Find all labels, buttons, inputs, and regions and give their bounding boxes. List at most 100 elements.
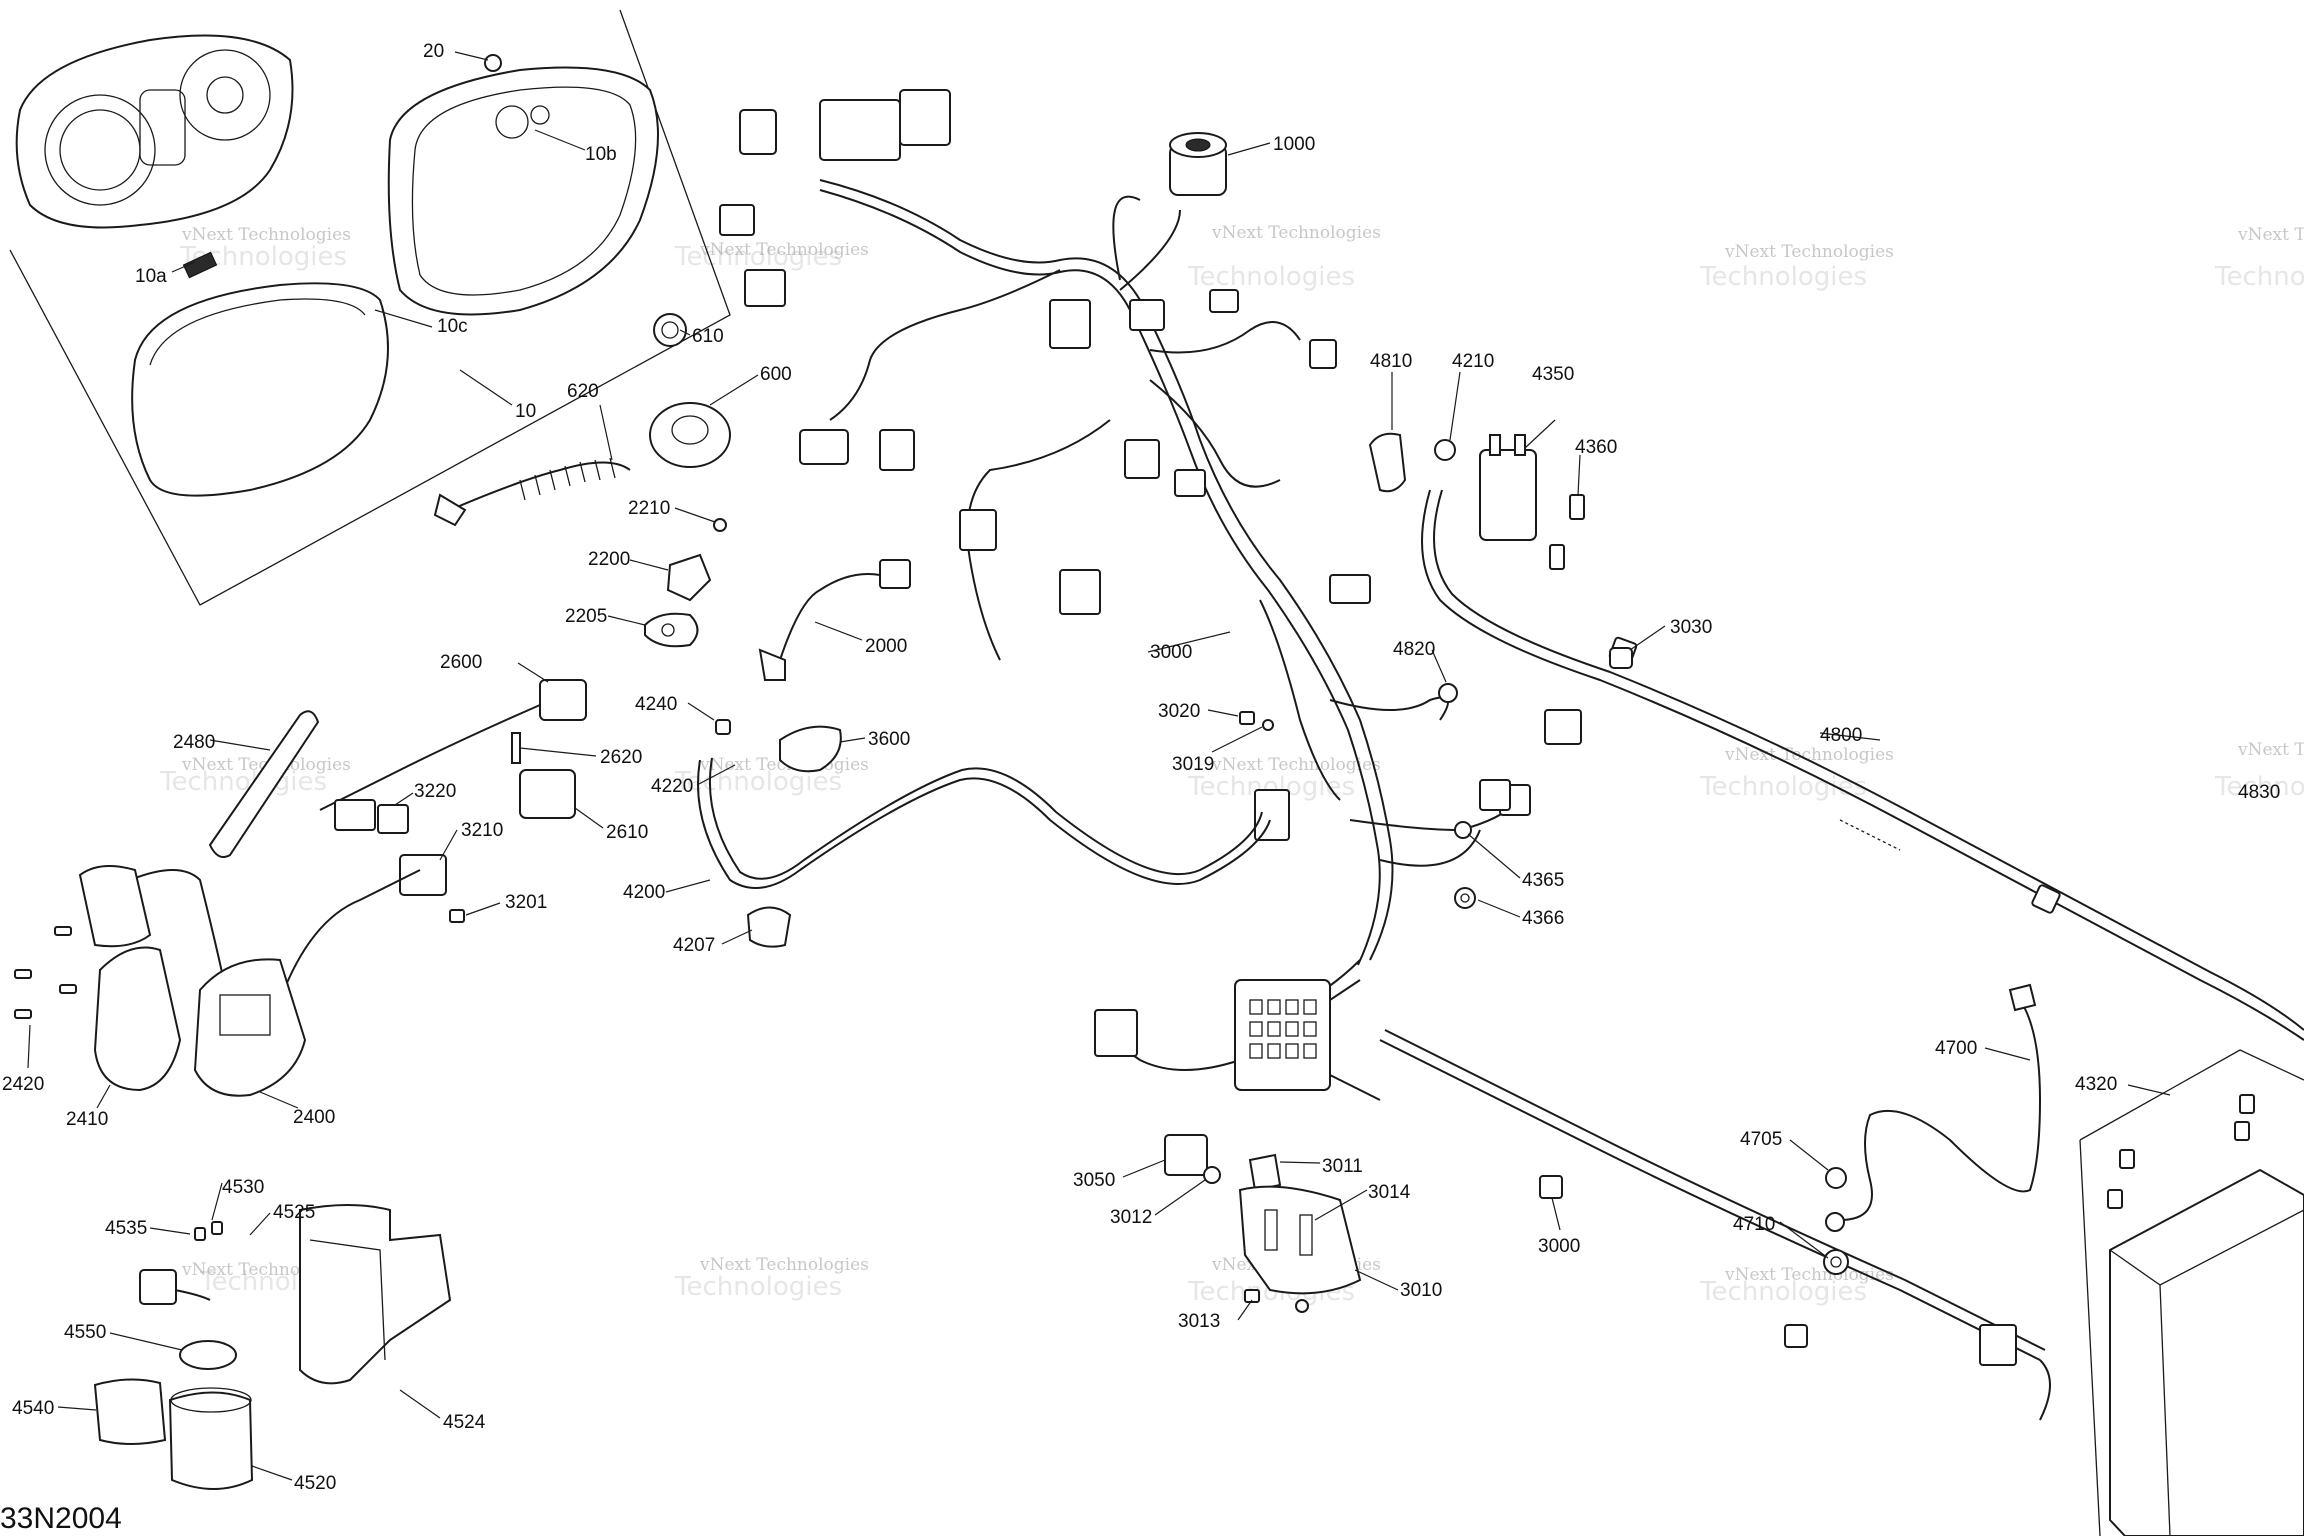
harness-connector	[1209, 289, 1239, 313]
callout-label: 4350	[1532, 364, 1574, 385]
component-2610	[519, 769, 576, 819]
callout-label: 4220	[651, 776, 693, 797]
battery-harness	[1421, 489, 2304, 1348]
lead	[174, 1289, 211, 1301]
callout-label: 4830	[2238, 782, 2280, 803]
callout-label: 4705	[1740, 1129, 1782, 1150]
clip-4240	[715, 719, 731, 735]
clip	[1784, 1324, 1808, 1348]
harness-trunk	[819, 179, 1394, 961]
harness-wrap	[1839, 819, 1901, 851]
clip	[1539, 1175, 1563, 1199]
harness-branch	[1149, 321, 1301, 354]
harness-4200	[697, 719, 1271, 948]
screw-2420	[54, 926, 72, 936]
connector-3210	[399, 854, 447, 896]
connector-3220	[377, 804, 409, 834]
horn-assembly	[433, 313, 731, 527]
harness-branch	[1149, 379, 1281, 488]
harness-branch	[829, 269, 1061, 421]
callout-label: 2000	[865, 636, 907, 657]
switch-lead	[279, 869, 421, 1001]
harness-4200-edge	[709, 757, 1263, 880]
sensor-2200	[644, 518, 727, 648]
callout-label: 3000	[1150, 642, 1192, 663]
callout-label: 4525	[273, 1202, 315, 1223]
callout-label: 4550	[64, 1322, 106, 1343]
group-bracket-4320	[2079, 1049, 2304, 1141]
nut-610	[653, 313, 687, 347]
connector-3220	[334, 799, 376, 831]
handlebar-switch	[14, 865, 421, 1097]
watermark-text: vNext Technologies	[2237, 225, 2304, 245]
harness-connector	[1059, 569, 1101, 615]
key-slot	[1185, 138, 1211, 152]
harness-long-branch	[1379, 1039, 2041, 1361]
harness-connector	[879, 429, 915, 471]
callout-label: 3201	[505, 892, 547, 913]
callout-label: 1000	[1273, 134, 1315, 155]
callout-label: 2620	[600, 747, 642, 768]
callout-label: 4710	[1733, 1214, 1775, 1235]
harness-connector	[1979, 1324, 2017, 1366]
washer-4366	[1454, 887, 1476, 909]
canister-4520	[168, 1391, 254, 1490]
diagram-code: 33N2004	[0, 1502, 122, 1535]
harness-connector	[1544, 709, 1582, 745]
callout-label: 4240	[635, 694, 677, 715]
watermark-text: Technologies	[2214, 772, 2304, 802]
watermarks: Technologies vNext Technologies Technolo…	[159, 223, 2304, 1307]
bracket-3010-group	[1164, 1134, 1362, 1313]
cable-lug	[2008, 983, 2037, 1012]
watermark-text: vNext Technologies	[1724, 1265, 1894, 1285]
boot-4810	[1368, 432, 1407, 493]
watermark-text: vNext Technologies	[1211, 755, 1381, 775]
harness-connector	[1309, 339, 1337, 369]
callout-label: 620	[567, 381, 599, 402]
fuse-holder-group	[93, 1204, 452, 1490]
connector-pins	[1249, 999, 1317, 1059]
screw-3201	[449, 909, 465, 923]
connector-4535	[139, 1269, 177, 1305]
callout-label: 10a	[135, 266, 167, 287]
long-harness-edge	[1433, 489, 2304, 1031]
callout-label: 2610	[606, 822, 648, 843]
indicator-bulb	[182, 251, 218, 279]
sensor-2200-body	[666, 553, 712, 602]
callout-label: 4366	[1522, 908, 1564, 929]
main-wiring-harness	[719, 89, 2051, 1421]
battery-cable	[1823, 983, 2042, 1275]
sleeve-4540	[93, 1378, 167, 1445]
harness-connector	[819, 99, 901, 161]
callout-label: 3013	[1178, 1311, 1220, 1332]
cable-lug-ring	[1825, 1212, 1845, 1232]
callout-label: 4360	[1575, 437, 1617, 458]
callout-label: 3014	[1368, 1182, 1411, 1203]
washer-4710	[1823, 1249, 1849, 1275]
callout-label: 10b	[585, 144, 617, 165]
callout-label: 2600	[440, 652, 482, 673]
switch-housing-2410	[93, 946, 182, 1092]
watermark-text: vNext Technologies	[1724, 745, 1894, 765]
battery-4320	[2109, 1168, 2304, 1536]
callout-label: 2400	[293, 1107, 335, 1128]
harness-connector	[719, 204, 755, 236]
callout-label: 4810	[1370, 351, 1412, 372]
watermark-text: Technologies	[1187, 262, 1355, 292]
lens-edge	[149, 298, 366, 366]
screw-2420	[14, 1009, 32, 1019]
screw-3020	[1239, 711, 1255, 725]
harness-connector	[1329, 574, 1371, 604]
callout-label: 3030	[1670, 617, 1712, 638]
extra-callouts: 3000	[1538, 1197, 1580, 1257]
harness-connector	[1124, 439, 1160, 479]
small-hardware	[1239, 683, 1476, 909]
watermark-text: Technologies	[674, 1272, 842, 1302]
sensor-2000	[758, 559, 911, 681]
watermark-text: Technologies	[159, 767, 327, 797]
callout-label: 3020	[1158, 701, 1200, 722]
callout-labels: 20 10b 10a 10c 10 1000 610 600 620 4810 …	[2, 41, 2280, 1494]
callout-label: 3012	[1110, 1207, 1152, 1228]
callout-label: 4524	[443, 1412, 486, 1433]
nut-4820	[1438, 683, 1458, 703]
